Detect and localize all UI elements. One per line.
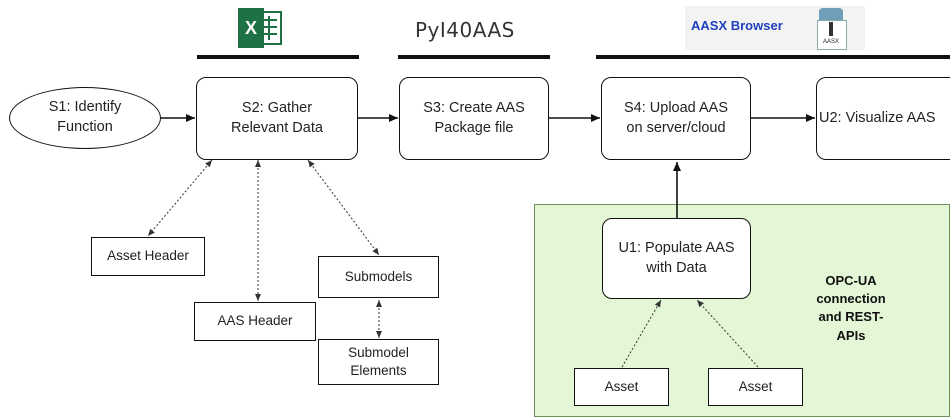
node-submodels-label: Submodels bbox=[344, 268, 413, 284]
node-submodel-elements: Submodel Elements bbox=[318, 339, 439, 385]
opc-ua-rest-note: OPC-UA connection and REST- APIs bbox=[816, 273, 886, 343]
node-u1-populate-aas: U1: Populate AAS with Data bbox=[602, 218, 751, 299]
node-asset-2-label: Asset bbox=[738, 378, 773, 394]
node-u2-label: U2: Visualize AAS bbox=[819, 109, 936, 126]
edge-s2-asset-header bbox=[147, 159, 213, 237]
node-asset-1: Asset bbox=[574, 368, 669, 406]
node-s2-label: S2: Gather Relevant Data bbox=[231, 99, 323, 136]
node-asset-1-label: Asset bbox=[604, 378, 639, 394]
node-asset-header: Asset Header bbox=[91, 237, 205, 276]
node-s3-label: S3: Create AAS Package file bbox=[423, 99, 525, 136]
node-s4-upload-aas: S4: Upload AAS on server/cloud bbox=[601, 77, 751, 160]
node-submodel-elements-label: Submodel Elements bbox=[348, 344, 409, 378]
node-asset-2: Asset bbox=[708, 368, 803, 406]
aasx-browser-label: AASX Browser bbox=[691, 18, 783, 33]
header-bar-pyi40aas bbox=[398, 55, 550, 59]
node-s2-gather-data: S2: Gather Relevant Data bbox=[196, 77, 358, 160]
node-aas-header-label: AAS Header bbox=[217, 313, 293, 329]
node-s4-label: S4: Upload AAS on server/cloud bbox=[624, 99, 728, 136]
edge-asset1-u1 bbox=[621, 299, 662, 368]
node-submodels: Submodels bbox=[318, 256, 439, 298]
node-asset-header-label: Asset Header bbox=[107, 248, 189, 264]
node-s1-label: S1: Identify Function bbox=[48, 99, 122, 135]
aasx-icon-text: AASX bbox=[822, 39, 839, 45]
header-bar-excel bbox=[197, 55, 359, 59]
node-s3-create-package: S3: Create AAS Package file bbox=[399, 77, 549, 160]
node-aas-header: AAS Header bbox=[194, 302, 316, 341]
node-s1-identify-function: S1: Identify Function bbox=[9, 87, 161, 149]
aasx-file-icon: AASX bbox=[817, 8, 847, 50]
edge-asset2-u1 bbox=[696, 299, 759, 368]
pyi40aas-title: PyI40AAS bbox=[415, 18, 515, 42]
edge-s2-submodels bbox=[307, 159, 380, 256]
header-bar-aasx-browser bbox=[596, 55, 950, 59]
node-u2-visualize-aas: U2: Visualize AAS bbox=[816, 77, 950, 160]
excel-icon: X bbox=[238, 8, 286, 48]
excel-icon-letter: X bbox=[238, 8, 264, 48]
aasx-browser-logo: AASX Browser AASX bbox=[685, 6, 865, 50]
node-u1-label: U1: Populate AAS with Data bbox=[618, 239, 735, 276]
